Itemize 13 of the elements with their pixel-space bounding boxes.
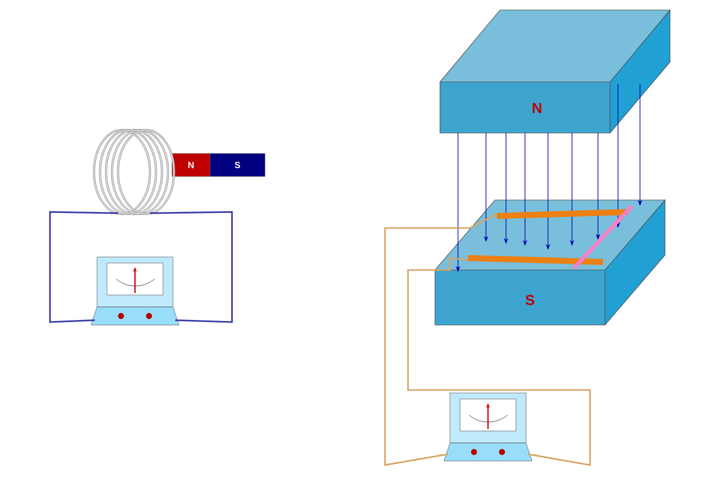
- magnet-pole: N: [172, 153, 210, 177]
- rail: [497, 209, 628, 219]
- rail: [468, 255, 603, 265]
- wire: [407, 257, 591, 466]
- meter-drawing: [444, 392, 532, 462]
- pole-label: N: [532, 103, 542, 113]
- wire: [384, 213, 498, 466]
- magnet-pole: S: [210, 153, 266, 177]
- pole-label: S: [526, 294, 534, 306]
- meter-drawing: [90, 256, 180, 326]
- wire: [150, 211, 233, 323]
- coil-drawing: [92, 128, 176, 216]
- wire: [49, 211, 118, 323]
